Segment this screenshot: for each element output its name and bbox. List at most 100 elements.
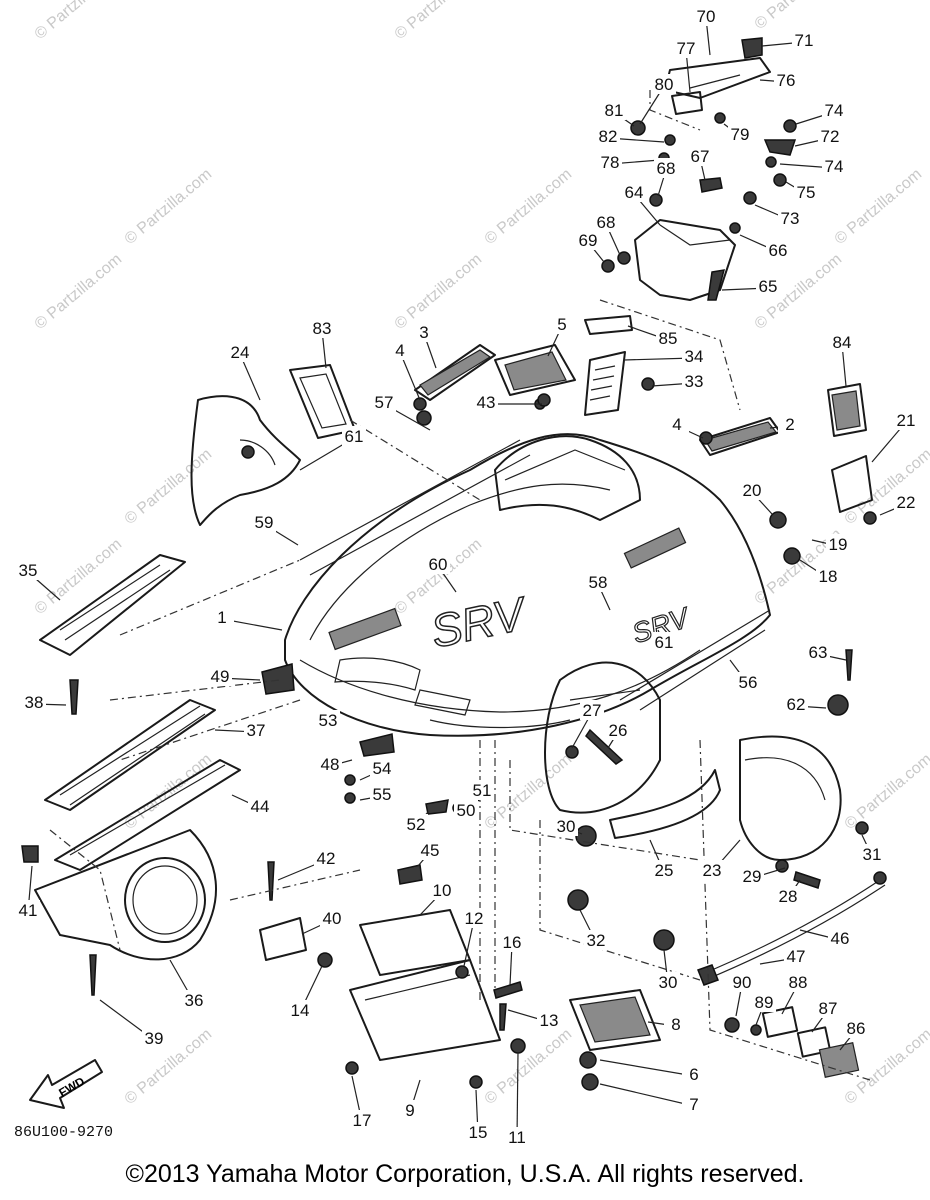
callout-number[interactable]: 78 [601,153,620,172]
callout-number[interactable]: 72 [821,127,840,146]
callout-number[interactable]: 25 [655,861,674,880]
callout-number[interactable]: 37 [247,721,266,740]
callout-number[interactable]: 67 [691,147,710,166]
callout-number[interactable]: 85 [659,329,678,348]
callout-number[interactable]: 32 [587,931,606,950]
callout-number[interactable]: 16 [503,933,522,952]
callout-number[interactable]: 79 [731,125,750,144]
callout-number[interactable]: 7 [689,1095,698,1114]
callout-number[interactable]: 63 [809,643,828,662]
callout-number[interactable]: 75 [797,183,816,202]
callout-number[interactable]: 54 [373,759,392,778]
callout-background [320,908,344,928]
callout-number[interactable]: 70 [697,7,716,26]
callout-number[interactable]: 52 [407,815,426,834]
callout-number[interactable]: 28 [779,887,798,906]
callout-number[interactable]: 61 [345,427,364,446]
callout-number[interactable]: 4 [395,341,404,360]
callout-number[interactable]: 81 [605,101,624,120]
callout-number[interactable]: 13 [540,1011,559,1030]
callout-number[interactable]: 57 [375,393,394,412]
callout-number[interactable]: 24 [231,343,250,362]
callout-number[interactable]: 30 [557,817,576,836]
callout-number[interactable]: 76 [777,71,796,90]
callout-number[interactable]: 35 [19,561,38,580]
callout-number[interactable]: 38 [25,693,44,712]
callout-number[interactable]: 5 [557,315,566,334]
callout-number[interactable]: 18 [819,567,838,586]
callout-number[interactable]: 11 [508,1128,526,1147]
callout-number[interactable]: 19 [829,535,848,554]
callout-number[interactable]: 23 [703,861,722,880]
callout-number[interactable]: 74 [825,157,844,176]
callout-background [182,990,206,1010]
callout-number[interactable]: 46 [831,929,850,948]
callout-number[interactable]: 14 [291,1001,310,1020]
callout-number[interactable]: 64 [625,183,644,202]
callout-number[interactable]: 51 [473,781,492,800]
callout-number[interactable]: 6 [689,1065,698,1084]
callout-number[interactable]: 68 [657,159,676,178]
callout-number[interactable]: 40 [323,909,342,928]
callout-number[interactable]: 4 [672,415,681,434]
callout-number[interactable]: 42 [317,849,336,868]
callout-number[interactable]: 48 [321,755,340,774]
callout-number[interactable]: 80 [655,75,674,94]
callout-number[interactable]: 69 [579,231,598,250]
callout-number[interactable]: 30 [659,973,678,992]
callout-number[interactable]: 1 [217,608,226,627]
callout-number[interactable]: 56 [739,673,758,692]
callout-number[interactable]: 20 [743,481,762,500]
callout-number[interactable]: 55 [373,785,392,804]
callout-number[interactable]: 62 [787,695,806,714]
callout-number[interactable]: 43 [477,393,496,412]
callout-number[interactable]: 21 [897,411,916,430]
callout-number[interactable]: 29 [743,867,762,886]
callout-number[interactable]: 74 [825,101,844,120]
callout-number[interactable]: 50 [457,801,476,820]
callout-number[interactable]: 59 [255,513,274,532]
callout-number[interactable]: 17 [353,1111,372,1130]
callout-number[interactable]: 41 [19,901,38,920]
callout-number[interactable]: 89 [755,993,774,1012]
callout-number[interactable]: 33 [685,372,704,391]
callout-number[interactable]: 53 [319,711,338,730]
callout-number[interactable]: 86 [847,1019,866,1038]
callout-number[interactable]: 82 [599,127,618,146]
callout-number[interactable]: 2 [785,415,794,434]
callout-number[interactable]: 27 [583,701,602,720]
callout-number[interactable]: 77 [677,39,696,58]
callout-number[interactable]: 84 [833,333,852,352]
callout-number[interactable]: 60 [429,555,448,574]
callout-number[interactable]: 44 [251,797,270,816]
callout-number[interactable]: 15 [469,1123,488,1142]
callout-number[interactable]: 65 [759,277,778,296]
callout-number[interactable]: 8 [671,1015,680,1034]
callout-number[interactable]: 90 [733,973,752,992]
callout-number[interactable]: 88 [789,973,808,992]
callout-number[interactable]: 49 [211,667,230,686]
callout-number[interactable]: 61 [655,633,674,652]
callout-number[interactable]: 68 [597,213,616,232]
callout-number[interactable]: 26 [609,721,628,740]
callout-number[interactable]: 73 [781,209,800,228]
callout-number[interactable]: 3 [419,323,428,342]
callout-number[interactable]: 58 [589,573,608,592]
callout-background [316,710,340,730]
callout-number[interactable]: 47 [787,947,806,966]
callout-number[interactable]: 22 [897,493,916,512]
callout-number[interactable]: 66 [769,241,788,260]
callout-number[interactable]: 10 [433,881,452,900]
callout-number[interactable]: 45 [421,841,440,860]
callout-number[interactable]: 87 [819,999,838,1018]
callout-number[interactable]: 71 [795,31,814,50]
callout-number[interactable]: 34 [685,347,704,366]
callout-number[interactable]: 31 [863,845,882,864]
callout-number[interactable]: 9 [405,1101,414,1120]
callout-number[interactable]: 36 [185,991,204,1010]
callout-number[interactable]: 83 [313,319,332,338]
callout-number[interactable]: 39 [145,1029,164,1048]
callout-number[interactable]: 12 [465,909,484,928]
callout-background [16,900,40,920]
callout-background [310,318,334,338]
